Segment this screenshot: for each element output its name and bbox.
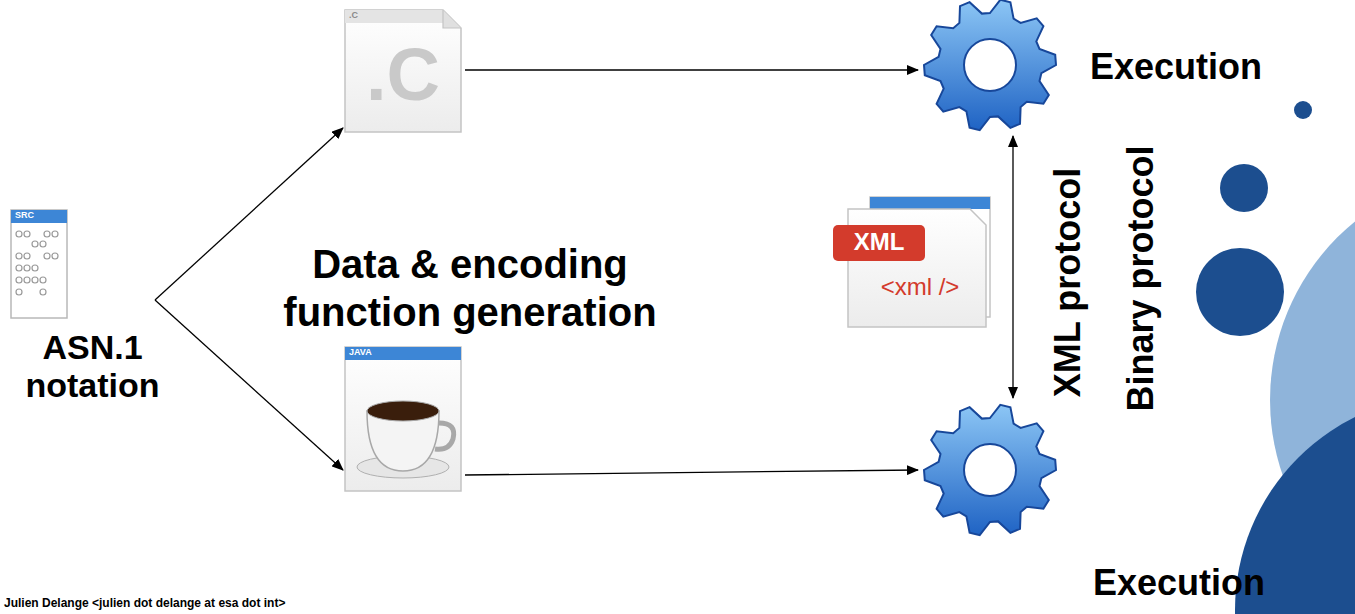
source-file-icon: SRC ASN.1 notation [5, 208, 182, 413]
xml-badge [833, 225, 925, 261]
dot [24, 231, 30, 237]
dot [16, 253, 22, 259]
execution-gear: Execution [918, 0, 1303, 140]
node-title: Execution [1090, 46, 1262, 87]
gear-drawing [918, 0, 1068, 140]
execution-gear: Execution [918, 400, 1303, 610]
file-extension: .C [343, 30, 463, 120]
dot [16, 289, 22, 295]
process-label: Data & encoding function generation [235, 240, 705, 336]
dot [40, 241, 46, 247]
dot [24, 253, 30, 259]
dot [32, 241, 38, 247]
file-tab-label: .C [349, 10, 358, 20]
file-tab-label: SRC [15, 210, 34, 220]
dot [32, 265, 38, 271]
protocol-label: XML protocol [1047, 167, 1088, 396]
coffee [367, 401, 439, 421]
cup-handle [435, 423, 454, 449]
arrow-connector [465, 470, 918, 475]
page [345, 347, 461, 491]
dot [1196, 248, 1284, 336]
dot [1294, 101, 1312, 119]
java-file-drawing [343, 345, 468, 500]
dot-pattern [16, 231, 58, 295]
java-file-icon: JAVA [343, 345, 468, 500]
dot [16, 265, 22, 271]
page [11, 210, 67, 318]
arrow-connector [1012, 136, 1013, 398]
dot [1220, 164, 1268, 212]
dot [16, 231, 22, 237]
dot [40, 277, 46, 283]
node-title: ASN.1 notation [5, 328, 180, 404]
xml-badge-label: XML [833, 228, 925, 256]
node-title: Execution [1093, 562, 1265, 603]
dot [52, 231, 58, 237]
arrow-connector [465, 69, 918, 70]
tab [345, 10, 443, 23]
dot [52, 253, 58, 259]
c-file-icon: .C .C [343, 8, 468, 138]
protocol-label: Binary protocol [1120, 145, 1161, 411]
gear [924, 0, 1056, 130]
xml-tag-text: <xml /> [860, 273, 980, 301]
folded-corner [443, 10, 461, 28]
back-tab [870, 197, 990, 209]
dot [32, 277, 38, 283]
xml-file-drawing [830, 195, 995, 330]
author-footer: Julien Delange <julien dot delange at es… [4, 596, 285, 610]
dot [16, 277, 22, 283]
dot [24, 265, 30, 271]
xml-file-icon: XML <xml /> [830, 195, 995, 330]
gear-drawing [918, 400, 1068, 545]
gear [924, 405, 1056, 535]
tab [11, 210, 67, 223]
dot [24, 277, 30, 283]
dot [44, 253, 50, 259]
file-tab-label: JAVA [349, 347, 372, 357]
tab [345, 347, 461, 360]
dot [40, 289, 46, 295]
dot [44, 231, 50, 237]
